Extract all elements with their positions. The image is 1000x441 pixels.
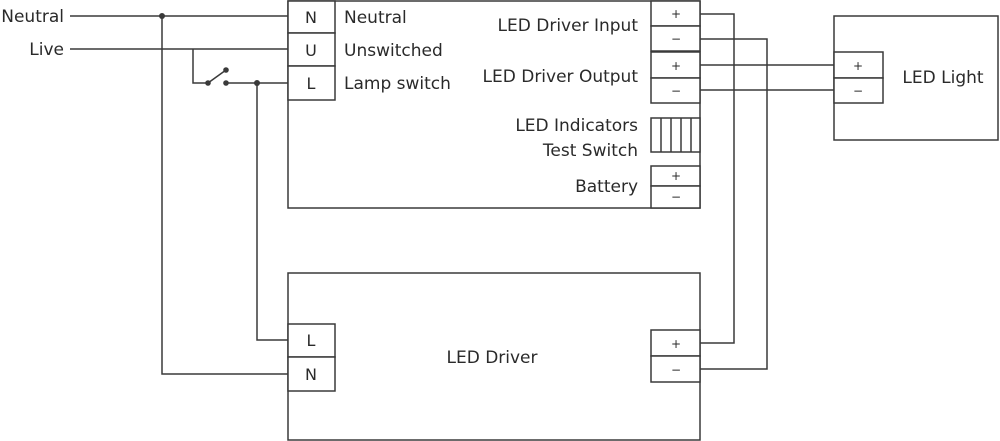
led-driver-minus-sign: − — [671, 363, 681, 377]
led-driver-label: LED Driver — [446, 348, 537, 368]
test-switch-label: Test Switch — [542, 141, 638, 161]
terminal-l-label: Lamp switch — [344, 74, 451, 94]
live-branch-wire — [192, 49, 208, 84]
driver-output-minus-terminal — [650, 77, 701, 104]
driver-input-minus-sign: − — [671, 32, 681, 46]
emergency-unit-body — [287, 0, 701, 209]
terminal-l — [287, 65, 336, 101]
battery-plus-sign: + — [671, 169, 681, 183]
terminal-l-letter: L — [307, 74, 316, 93]
driver-output-plus-sign: + — [671, 59, 681, 73]
switched-live-drop-wire — [256, 83, 288, 341]
terminal-n-label: Neutral — [344, 8, 407, 28]
switch-contact-right — [223, 80, 229, 86]
neutral-drop-wire — [161, 16, 288, 375]
neutral-junction — [159, 13, 165, 19]
terminal-u-label: Unswitched — [344, 41, 443, 61]
terminal-n — [287, 0, 336, 34]
switched-live-junction — [254, 80, 260, 86]
led-driver-terminal-l — [287, 323, 336, 358]
led-driver-minus-terminal — [650, 355, 701, 383]
led-driver-body — [287, 272, 701, 441]
live-input-label: Live — [29, 40, 64, 60]
led-light-minus-terminal — [833, 77, 884, 104]
neutral-input-label: Neutral — [1, 7, 64, 27]
led-light-plus-sign: + — [853, 59, 863, 73]
driver-input-label: LED Driver Input — [498, 16, 639, 36]
terminal-n-letter: N — [305, 8, 317, 27]
led-driver-terminal-l-letter: L — [307, 331, 316, 350]
led-driver-terminal-n — [287, 356, 336, 392]
indicators-label: LED Indicators — [515, 116, 638, 136]
led-light-label: LED Light — [902, 68, 983, 88]
battery-minus-sign: − — [671, 190, 681, 204]
terminal-u-letter: U — [305, 41, 317, 60]
driver-output-label: LED Driver Output — [483, 67, 639, 87]
driver-input-plus-wire — [700, 13, 735, 344]
battery-minus-terminal — [650, 185, 701, 209]
led-driver: L N + − LED Driver — [287, 272, 701, 441]
lamp-switch-blade — [207, 69, 227, 84]
driver-input-minus-terminal — [650, 25, 701, 52]
led-driver-terminal-n-letter: N — [305, 365, 317, 384]
switch-contact-top — [223, 67, 229, 73]
led-light: + − LED Light — [833, 15, 999, 141]
driver-output-plus-terminal — [650, 51, 701, 79]
driver-input-minus-wire — [700, 38, 768, 370]
battery-label: Battery — [575, 177, 638, 197]
switch-contact-left — [205, 80, 211, 86]
emergency-unit: N U L Neutral Unswitched Lamp switch + −… — [287, 0, 701, 209]
driver-input-plus-terminal — [650, 0, 701, 27]
led-driver-plus-sign: + — [671, 337, 681, 351]
driver-output-minus-sign: − — [671, 84, 681, 98]
led-driver-plus-terminal — [650, 329, 701, 357]
terminal-u — [287, 32, 336, 67]
indicators-connector — [650, 117, 701, 153]
driver-input-plus-sign: + — [671, 7, 681, 21]
wires — [70, 13, 834, 375]
led-light-minus-sign: − — [853, 84, 863, 98]
